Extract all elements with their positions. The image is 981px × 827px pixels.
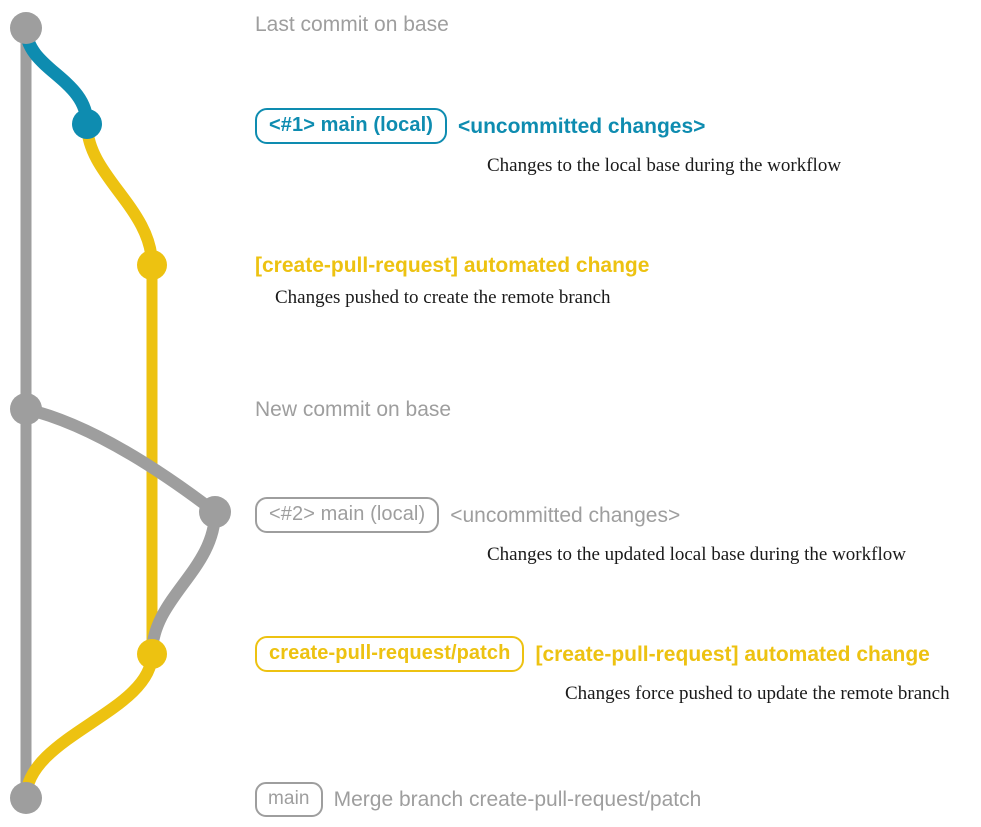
commit-subject: [create-pull-request] automated change (255, 254, 650, 277)
commit-node-merge[interactable] (10, 782, 42, 814)
commit-row-base-head: Last commit on base (255, 14, 449, 35)
commit-note: Changes to the updated local base during… (487, 544, 906, 565)
commit-subject: <uncommitted changes> (458, 114, 706, 138)
branch-ref-chip-main[interactable]: main (255, 782, 323, 817)
edge-local1-to-patch1 (81, 118, 158, 271)
commit-headline: Last commit on base (255, 14, 449, 35)
branch-ref-chip-local-1[interactable]: <#1> main (local) (255, 108, 447, 144)
commit-headline: <#2> main (local) <uncommitted changes> (255, 497, 906, 533)
commit-node-local-2[interactable] (199, 496, 231, 528)
commit-subject: <uncommitted changes> (450, 503, 681, 527)
commit-note: Changes force pushed to update the remot… (565, 683, 950, 704)
git-graph-canvas (10, 12, 231, 814)
edge-basenew-to-local2 (20, 403, 221, 518)
branch-ref-chip-patch[interactable]: create-pull-request/patch (255, 636, 525, 672)
commit-headline: New commit on base (255, 399, 451, 420)
commit-headline: <#1> main (local) <uncommitted changes> (255, 108, 841, 144)
commit-note: Changes to the local base during the wor… (487, 155, 842, 176)
commit-row-local-2: <#2> main (local) <uncommitted changes> … (255, 497, 906, 564)
commit-node-base-head[interactable] (10, 12, 42, 44)
commit-subject: Last commit on base (255, 13, 449, 36)
branch-ref-chip-local-2[interactable]: <#2> main (local) (255, 497, 440, 533)
commit-headline: [create-pull-request] automated change (255, 255, 649, 276)
commit-row-patch-1: [create-pull-request] automated change C… (255, 255, 649, 307)
commit-row-base-new: New commit on base (255, 399, 451, 420)
commit-headline: create-pull-request/patch [create-pull-r… (255, 636, 950, 672)
commit-headline: main Merge branch create-pull-request/pa… (255, 782, 701, 817)
commit-node-patch-1[interactable] (137, 250, 167, 280)
commit-node-patch-2[interactable] (137, 639, 167, 669)
commit-row-merge: main Merge branch create-pull-request/pa… (255, 782, 701, 817)
commit-row-patch-2: create-pull-request/patch [create-pull-r… (255, 636, 950, 703)
commit-subject: New commit on base (255, 398, 452, 421)
commit-node-base-new[interactable] (10, 393, 42, 425)
edge-patch2-to-merge (20, 648, 158, 804)
commit-subject: [create-pull-request] automated change (535, 642, 930, 666)
commit-note: Changes pushed to create the remote bran… (275, 287, 611, 308)
commit-subject: Merge branch create-pull-request/patch (333, 788, 702, 811)
commit-row-local-1: <#1> main (local) <uncommitted changes> … (255, 108, 841, 175)
edge-local2-to-patch2 (146, 506, 221, 660)
commit-node-local-1[interactable] (72, 109, 102, 139)
